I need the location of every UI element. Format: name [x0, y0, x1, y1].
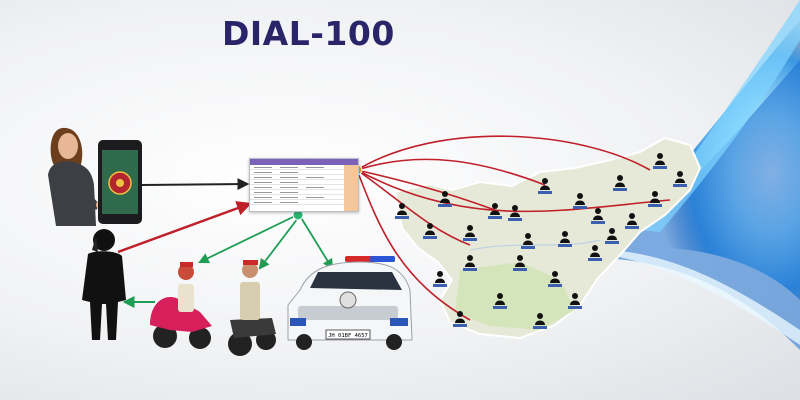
police-station-icon [568, 293, 582, 309]
police-station-icon [538, 178, 552, 194]
police-motorcycle-icon [228, 260, 276, 356]
police-station-icon [508, 205, 522, 221]
call-to-dashboard-link [117, 201, 252, 254]
police-motorcycle-icon [150, 262, 212, 349]
police-station-icon [625, 213, 639, 229]
dispatch-link-bike2 [258, 217, 299, 270]
police-station-icon [463, 225, 477, 241]
police-station-icon [463, 255, 477, 271]
dispatch-link-car [299, 215, 334, 270]
police-station-icon [533, 313, 547, 329]
police-station-icon [513, 255, 527, 271]
police-station-icon [573, 193, 587, 209]
dispatch-link-bike1 [198, 214, 298, 264]
police-station-icon [605, 228, 619, 244]
police-car-icon: JH 01BF 4657 [287, 256, 413, 350]
police-station-icon [438, 191, 452, 207]
app-to-dashboard-link [141, 178, 250, 191]
map-links [356, 135, 671, 321]
caller-man-icon [82, 229, 126, 340]
dashboard-icon [249, 158, 359, 212]
smartphone-app-icon [98, 140, 142, 224]
police-station-icon [453, 311, 467, 327]
caller-woman-icon [48, 127, 104, 226]
police-station-icon [423, 223, 437, 239]
police-station-icon [433, 271, 447, 287]
police-station-icon [588, 245, 602, 261]
police-station-pins [395, 153, 687, 329]
police-station-icon [521, 233, 535, 249]
police-station-icon [673, 171, 687, 187]
police-station-icon [488, 203, 502, 219]
police-station-icon [558, 231, 572, 247]
police-station-icon [653, 153, 667, 169]
license-plate: JH 01BF 4657 [328, 333, 368, 339]
police-station-icon [648, 191, 662, 207]
page-title: DIAL-100 [222, 14, 395, 53]
police-station-icon [613, 175, 627, 191]
police-station-icon [395, 203, 409, 219]
police-station-icon [493, 293, 507, 309]
police-station-icon [548, 271, 562, 287]
police-station-icon [591, 208, 605, 224]
